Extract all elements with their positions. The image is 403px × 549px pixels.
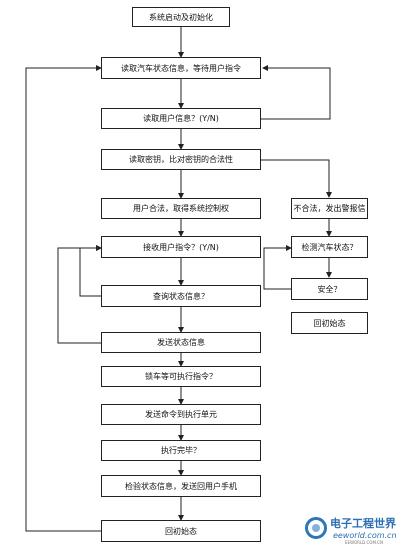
node-detect-state: 检测汽车状态？ [291,236,368,258]
loop-read-user-no [261,65,331,120]
watermark-logo: 电子工程世界 eeworld.com.cn EEWORLD.COM.CN [305,513,401,547]
loop-query-to-receive [79,245,102,297]
node-back-right: 回初始态 [291,312,368,334]
loop-safe-back [263,245,292,290]
watermark-site: eeworld.com.cn [333,531,397,540]
node-read-user: 读取用户信息？(Y/N) [101,108,261,129]
node-receive-cmd: 接收用户指令？(Y/N) [101,236,261,258]
loop-back-to-read-vehicle [25,65,102,532]
node-lock-cmd: 锁车等可执行指令？ [101,366,261,387]
branch-read-key-illegal [261,159,332,198]
node-safe: 安全？ [291,278,368,300]
watermark-tagline: EEWORLD.COM.CN [345,540,383,545]
node-send-exec: 发送命令到执行单元 [101,404,261,425]
node-exec-done: 执行完毕？ [101,440,261,461]
loop-send-to-receive [57,245,102,344]
node-start: 系统启动及初始化 [132,7,230,27]
eeworld-logo-icon [305,517,327,539]
watermark-brand: 电子工程世界 [330,517,396,530]
node-read-vehicle: 读取汽车状态信息，等待用户指令 [101,57,261,79]
node-back-bottom: 回初始态 [101,520,261,542]
node-check-send: 检验状态信息，发送回用户手机 [101,475,261,497]
node-legal-user: 用户合法，取得系统控制权 [101,198,261,219]
node-read-key: 读取密钥，比对密钥的合法性 [101,149,261,170]
node-illegal: 不合法，发出警报信 [291,198,368,219]
node-send-state: 发送状态信息 [101,332,261,353]
node-query-state: 查询状态信息？ [101,285,261,307]
